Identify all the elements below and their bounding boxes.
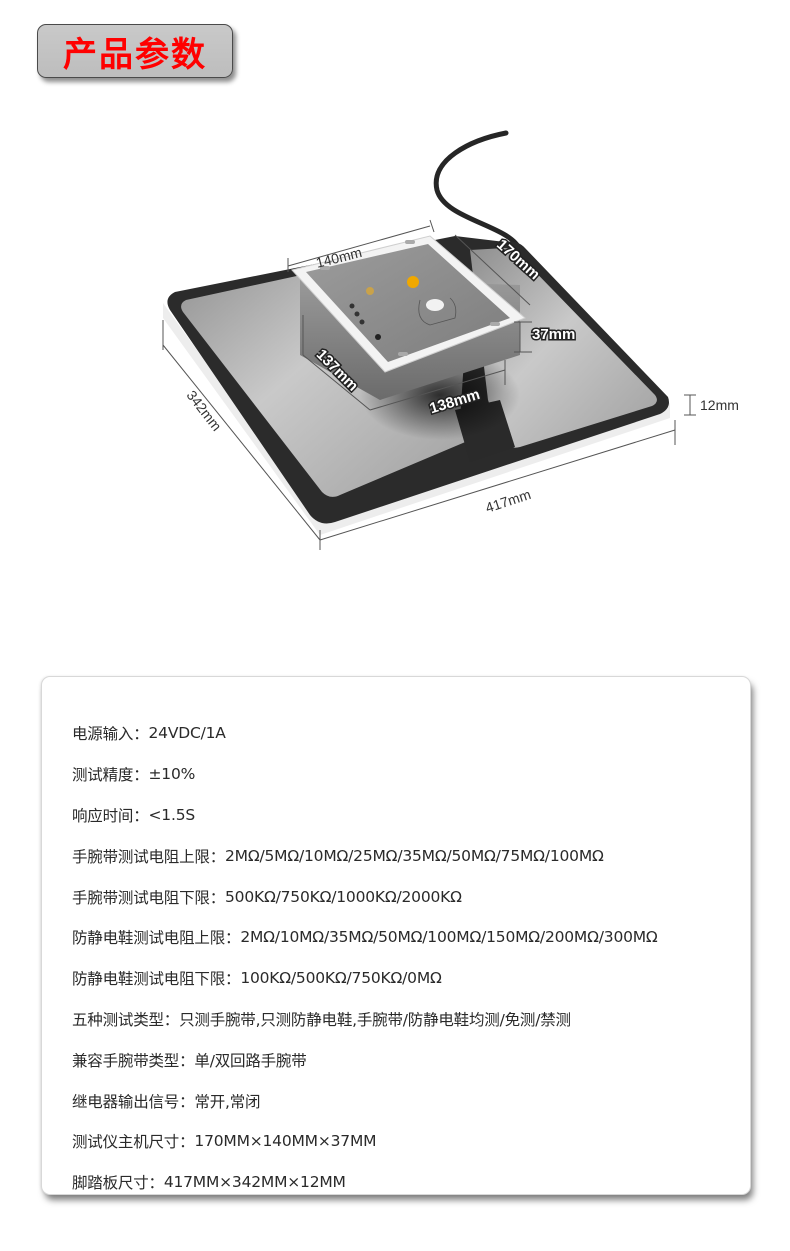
spec-label: 防静电鞋测试电阻下限：: [72, 970, 241, 989]
spec-list: 电源输入： 24VDC/1A 测试精度： ±10% 响应时间： <1.5S 手腕…: [72, 713, 740, 1203]
spec-row-test-types: 五种测试类型： 只测手腕带,只测防静电鞋,手腕带/防静电鞋均测/免测/禁测: [72, 999, 740, 1040]
dim-plate-thickness: 12mm: [700, 397, 739, 413]
spec-row-wrist-upper: 手腕带测试电阻上限： 2MΩ/5MΩ/10MΩ/25MΩ/35MΩ/50MΩ/7…: [72, 835, 740, 876]
spec-label: 兼容手腕带类型：: [72, 1051, 195, 1070]
spec-value: 单/双回路手腕带: [194, 1051, 307, 1070]
spec-label: 手腕带测试电阻下限：: [72, 888, 226, 907]
spec-row-shoe-upper: 防静电鞋测试电阻上限： 2MΩ/10MΩ/35MΩ/50MΩ/100MΩ/150…: [72, 917, 740, 958]
spec-value: 常开,常闭: [194, 1092, 261, 1111]
spec-value: 24VDC/1A: [148, 724, 226, 743]
spec-row-plate-size: 脚踏板尺寸： 417MM×342MM×12MM: [72, 1162, 740, 1203]
spec-label: 测试精度：: [72, 766, 149, 785]
spec-row-host-size: 测试仪主机尺寸： 170MM×140MM×37MM: [72, 1121, 740, 1162]
product-dimension-diagram: 140mm 170mm 37mm 137mm 138mm 12mm 342mm …: [0, 100, 790, 620]
spec-label: 电源输入：: [72, 725, 149, 744]
spec-row-response-time: 响应时间： <1.5S: [72, 795, 740, 836]
spec-value: 2MΩ/5MΩ/10MΩ/25MΩ/35MΩ/50MΩ/75MΩ/100MΩ: [225, 846, 604, 865]
spec-label: 响应时间：: [72, 806, 149, 825]
spec-value: 170MM×140MM×37MM: [194, 1132, 377, 1151]
spec-value: 2MΩ/10MΩ/35MΩ/50MΩ/100MΩ/150MΩ/200MΩ/300…: [240, 928, 658, 947]
spec-label: 五种测试类型：: [72, 1010, 180, 1029]
dim-plate-width: 417mm: [483, 486, 532, 516]
dim-host-height: 37mm: [532, 326, 575, 343]
spec-row-shoe-lower: 防静电鞋测试电阻下限： 100KΩ/500KΩ/750KΩ/0MΩ: [72, 958, 740, 999]
section-title: 产品参数: [63, 34, 207, 75]
spec-label: 继电器输出信号：: [72, 1092, 195, 1111]
spec-value: 100KΩ/500KΩ/750KΩ/0MΩ: [240, 969, 442, 988]
spec-row-wrist-lower: 手腕带测试电阻下限： 500KΩ/750KΩ/1000KΩ/2000KΩ: [72, 876, 740, 917]
section-title-badge: 产品参数: [37, 24, 233, 78]
spec-row-relay-output: 继电器输出信号： 常开,常闭: [72, 1080, 740, 1121]
spec-row-accuracy: 测试精度： ±10%: [72, 754, 740, 795]
spec-value: ±10%: [148, 765, 196, 784]
spec-value: 417MM×342MM×12MM: [163, 1173, 346, 1192]
spec-value: 500KΩ/750KΩ/1000KΩ/2000KΩ: [225, 887, 462, 906]
spec-card: 电源输入： 24VDC/1A 测试精度： ±10% 响应时间： <1.5S 手腕…: [42, 677, 750, 1194]
spec-value: <1.5S: [148, 805, 196, 824]
spec-value: 只测手腕带,只测防静电鞋,手腕带/防静电鞋均测/免测/禁测: [179, 1010, 571, 1029]
spec-label: 测试仪主机尺寸：: [72, 1133, 195, 1152]
spec-row-power-input: 电源输入： 24VDC/1A: [72, 713, 740, 754]
spec-label: 手腕带测试电阻上限：: [72, 847, 226, 866]
spec-label: 脚踏板尺寸：: [72, 1174, 164, 1193]
cable: [433, 130, 523, 253]
spec-row-wrist-type: 兼容手腕带类型： 单/双回路手腕带: [72, 1039, 740, 1080]
spec-label: 防静电鞋测试电阻上限：: [72, 929, 241, 948]
